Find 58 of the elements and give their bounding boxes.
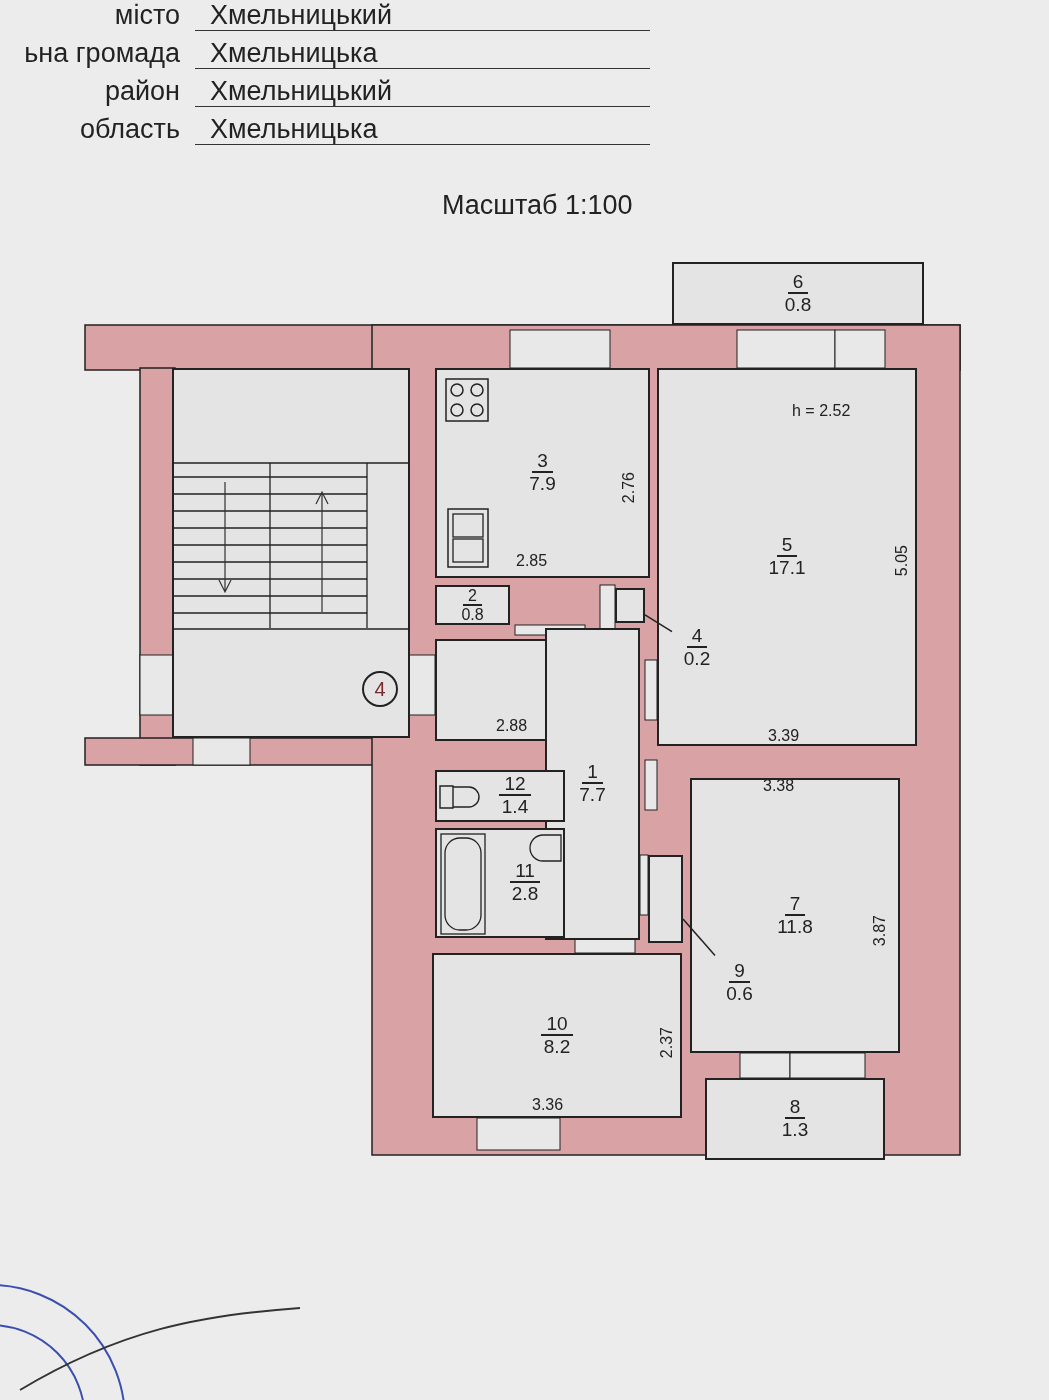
leader-line	[644, 614, 673, 633]
room-number: 9	[729, 961, 750, 983]
dimension-label: 2.88	[496, 717, 528, 735]
room-area: 0.2	[683, 648, 711, 670]
room	[690, 778, 900, 1053]
room	[435, 828, 565, 938]
room-number: 2	[463, 587, 482, 606]
closet	[648, 855, 683, 943]
entrance-number-circle	[362, 671, 398, 707]
field-value: Хмельницька	[195, 38, 650, 69]
dimension-label: 3.87	[871, 915, 889, 947]
entrance-number: 4	[374, 677, 386, 701]
dimension-label: 2.37	[658, 1027, 676, 1059]
room-area: 7.7	[579, 784, 606, 806]
room-number: 6	[787, 271, 809, 294]
room-number: 12	[499, 774, 531, 796]
room-area: 0.8	[461, 606, 484, 623]
room	[435, 770, 565, 822]
room-area: 11.8	[777, 915, 813, 938]
room	[672, 262, 924, 325]
field-label: область	[80, 114, 180, 144]
room	[435, 585, 510, 625]
dimension-label: 3.36	[532, 1096, 564, 1114]
field-value: Хмельницький	[195, 76, 650, 107]
room	[435, 368, 650, 578]
room-number: 10	[541, 1013, 573, 1036]
field-label: ьна громада	[24, 38, 180, 68]
room-area: 0.8	[784, 293, 812, 316]
room-area: 7.9	[529, 473, 556, 495]
room-area: 17.1	[768, 557, 806, 579]
ceiling-height: h = 2.52	[792, 402, 851, 420]
leader-line	[682, 918, 716, 957]
closet	[615, 588, 645, 623]
room	[657, 368, 917, 746]
room-area: 0.6	[726, 983, 753, 1005]
dimension-label: 2.76	[620, 472, 638, 504]
room-area: 8.2	[543, 1035, 571, 1058]
room-number: 5	[776, 535, 798, 557]
field-label: місто	[114, 0, 180, 30]
room-number: 7	[784, 893, 806, 916]
room-number: 11	[510, 861, 540, 883]
room	[432, 953, 682, 1118]
scale-title: Масштаб 1:100	[442, 190, 633, 221]
field-label: район	[104, 76, 180, 106]
room-area: 1.4	[501, 796, 529, 818]
stairwell	[172, 368, 410, 738]
dimension-label: 5.05	[893, 545, 911, 577]
room-number: 8	[784, 1097, 806, 1119]
dimension-label: 3.39	[768, 727, 800, 745]
field-value: Хмельницька	[195, 114, 650, 145]
room-area: 2.8	[511, 883, 539, 905]
room	[705, 1078, 885, 1160]
room-number: 3	[532, 451, 553, 473]
room-number: 1	[582, 762, 603, 784]
dimension-label: 2.85	[516, 552, 548, 570]
room-number: 4	[686, 626, 708, 648]
room-area: 1.3	[781, 1119, 809, 1141]
field-value: Хмельницький	[195, 0, 650, 31]
